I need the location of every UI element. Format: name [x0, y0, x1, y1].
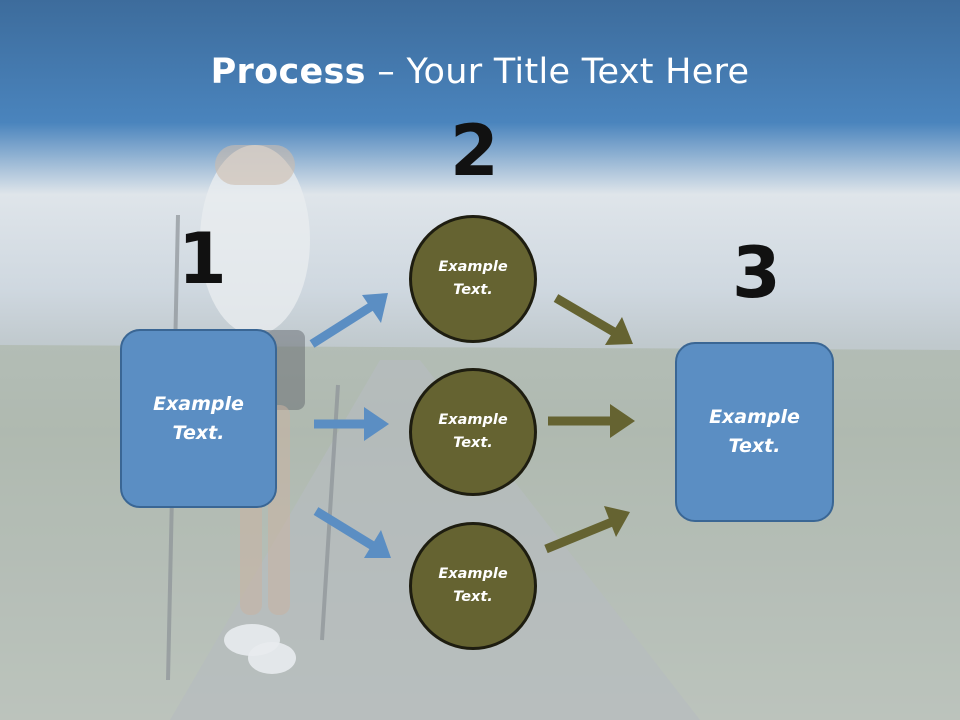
circle-middle-line1: Example — [438, 412, 508, 428]
arrow-bottom-to-right — [544, 506, 630, 554]
circle-top-line2: Text. — [453, 282, 493, 298]
step-number-3: 3 — [732, 232, 781, 314]
right-text-box: Example Text. — [675, 342, 834, 522]
left-text-box: Example Text. — [120, 329, 277, 508]
arrow-left-to-top — [309, 293, 388, 348]
right-box-line1: Example — [709, 406, 800, 428]
step-number-2: 2 — [450, 110, 499, 192]
circle-top: Example Text. — [409, 215, 537, 343]
circle-top-line1: Example — [438, 259, 508, 275]
step-number-1: 1 — [178, 218, 227, 300]
slide-title: Process – Your Title Text Here — [0, 52, 960, 92]
title-rest: – Your Title Text Here — [365, 52, 750, 92]
circle-bottom: Example Text. — [409, 522, 537, 650]
circle-bottom-line1: Example — [438, 566, 508, 582]
circle-middle: Example Text. — [409, 368, 537, 496]
circle-middle-line2: Text. — [453, 435, 493, 451]
left-box-line1: Example — [153, 392, 244, 415]
left-box-line2: Text. — [172, 421, 225, 444]
right-box-line2: Text. — [728, 435, 781, 457]
arrow-left-to-middle — [314, 407, 389, 441]
arrow-middle-to-right — [548, 404, 635, 438]
arrow-left-to-bottom — [313, 507, 391, 558]
arrow-top-to-right — [553, 294, 633, 345]
circle-bottom-line2: Text. — [453, 589, 493, 605]
title-bold: Process — [210, 52, 366, 92]
